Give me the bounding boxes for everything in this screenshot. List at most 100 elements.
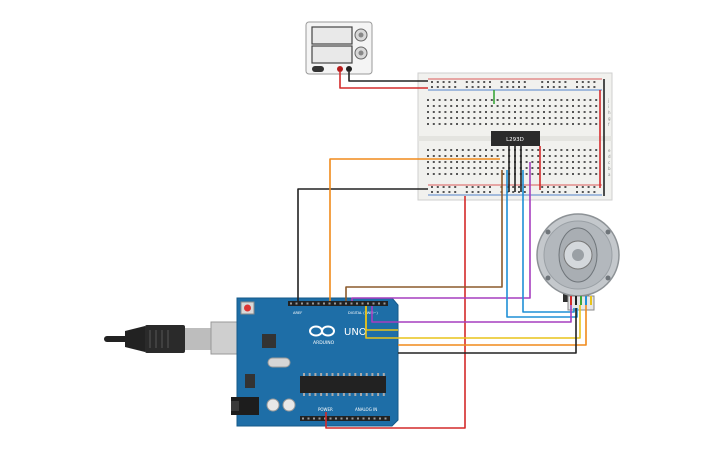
breadboard-hole[interactable] <box>595 117 598 119</box>
breadboard-hole[interactable] <box>479 99 482 101</box>
breadboard-hole[interactable] <box>589 167 592 169</box>
breadboard-hole[interactable] <box>444 167 447 169</box>
header-pin[interactable] <box>383 302 386 305</box>
breadboard-hole[interactable] <box>572 161 574 163</box>
header-pin[interactable] <box>373 417 376 420</box>
rail-hole[interactable] <box>431 191 433 193</box>
breadboard-hole[interactable] <box>461 99 464 101</box>
header-pin[interactable] <box>324 417 326 420</box>
breadboard-hole[interactable] <box>444 155 447 157</box>
breadboard-hole[interactable] <box>531 149 534 151</box>
breadboard-hole[interactable] <box>438 167 441 169</box>
breadboard-hole[interactable] <box>519 117 522 119</box>
breadboard-hole[interactable] <box>427 167 429 169</box>
rail-hole[interactable] <box>471 86 474 88</box>
breadboard-hole[interactable] <box>467 123 470 125</box>
breadboard-hole[interactable] <box>548 123 551 125</box>
breadboard-hole[interactable] <box>461 149 464 151</box>
breadboard-hole[interactable] <box>560 161 563 163</box>
rail-hole[interactable] <box>523 86 526 88</box>
breadboard-hole[interactable] <box>554 105 557 107</box>
breadboard-hole[interactable] <box>554 117 557 119</box>
breadboard-hole[interactable] <box>508 117 511 119</box>
breadboard-hole[interactable] <box>572 167 574 169</box>
rail-hole[interactable] <box>471 81 474 83</box>
rail-hole[interactable] <box>564 81 567 83</box>
breadboard-hole[interactable] <box>427 155 429 157</box>
breadboard-hole[interactable] <box>479 105 482 107</box>
breadboard-hole[interactable] <box>531 167 534 169</box>
breadboard-hole[interactable] <box>583 161 586 163</box>
breadboard-hole[interactable] <box>548 117 551 119</box>
rail-hole[interactable] <box>442 191 445 193</box>
rail-hole[interactable] <box>477 186 480 188</box>
breadboard-hole[interactable] <box>467 99 470 101</box>
breadboard-hole[interactable] <box>456 149 458 151</box>
breadboard-hole[interactable] <box>456 123 458 125</box>
negative-terminal[interactable] <box>346 66 352 72</box>
breadboard-hole[interactable] <box>467 155 470 157</box>
breadboard-hole[interactable] <box>595 149 598 151</box>
breadboard-hole[interactable] <box>461 105 464 107</box>
rail-hole[interactable] <box>489 186 491 188</box>
rail-hole[interactable] <box>547 86 549 88</box>
breadboard-hole[interactable] <box>577 167 580 169</box>
rail-hole[interactable] <box>518 81 520 83</box>
breadboard-hole[interactable] <box>496 167 499 169</box>
breadboard-hole[interactable] <box>560 173 563 175</box>
breadboard-hole[interactable] <box>461 173 464 175</box>
breadboard-hole[interactable] <box>554 123 557 125</box>
breadboard-hole[interactable] <box>496 105 499 107</box>
rail-hole[interactable] <box>471 186 474 188</box>
breadboard-hole[interactable] <box>577 155 580 157</box>
rail-hole[interactable] <box>593 186 596 188</box>
breadboard-hole[interactable] <box>560 149 563 151</box>
breadboard-hole[interactable] <box>560 117 563 119</box>
breadboard-hole[interactable] <box>577 173 580 175</box>
breadboard-hole[interactable] <box>572 111 574 113</box>
header-pin[interactable] <box>335 417 337 420</box>
wires[interactable] <box>297 72 605 429</box>
breadboard-hole[interactable] <box>432 111 435 113</box>
breadboard-hole[interactable] <box>473 173 476 175</box>
breadboard-hole[interactable] <box>479 149 482 151</box>
breadboard-hole[interactable] <box>531 173 534 175</box>
breadboard-hole[interactable] <box>508 105 511 107</box>
header-pin[interactable] <box>328 302 331 305</box>
header-pin[interactable] <box>290 302 292 305</box>
rail-hole[interactable] <box>448 81 451 83</box>
breadboard-hole[interactable] <box>583 117 586 119</box>
header-pin[interactable] <box>346 417 348 420</box>
breadboard-hole[interactable] <box>485 167 487 169</box>
rail-hole[interactable] <box>587 191 590 193</box>
breadboard-hole[interactable] <box>432 99 435 101</box>
digital-pins[interactable] <box>290 302 386 305</box>
header-pin[interactable] <box>306 302 309 305</box>
breadboard-hole[interactable] <box>438 111 441 113</box>
rail-hole[interactable] <box>465 86 468 88</box>
rail-hole[interactable] <box>587 81 590 83</box>
breadboard-hole[interactable] <box>566 149 569 151</box>
breadboard-hole[interactable] <box>450 117 453 119</box>
breadboard-hole[interactable] <box>525 173 528 175</box>
breadboard-hole[interactable] <box>450 105 453 107</box>
breadboard-hole[interactable] <box>461 117 464 119</box>
breadboard-hole[interactable] <box>473 167 476 169</box>
header-pin[interactable] <box>302 417 304 420</box>
rail-hole[interactable] <box>465 186 468 188</box>
header-pin[interactable] <box>295 302 298 305</box>
rail-hole[interactable] <box>581 81 584 83</box>
breadboard-hole[interactable] <box>543 99 545 101</box>
header-pin[interactable] <box>379 417 381 420</box>
breadboard-hole[interactable] <box>438 105 441 107</box>
breadboard-hole[interactable] <box>485 123 487 125</box>
breadboard-hole[interactable] <box>502 105 505 107</box>
breadboard-hole[interactable] <box>537 161 540 163</box>
breadboard-hole[interactable] <box>490 117 493 119</box>
breadboard-hole[interactable] <box>554 99 557 101</box>
rail-hole[interactable] <box>483 186 486 188</box>
breadboard-hole[interactable] <box>577 149 580 151</box>
dc-motor-encoder[interactable] <box>536 213 620 311</box>
breadboard-hole[interactable] <box>508 111 511 113</box>
breadboard-hole[interactable] <box>473 117 476 119</box>
